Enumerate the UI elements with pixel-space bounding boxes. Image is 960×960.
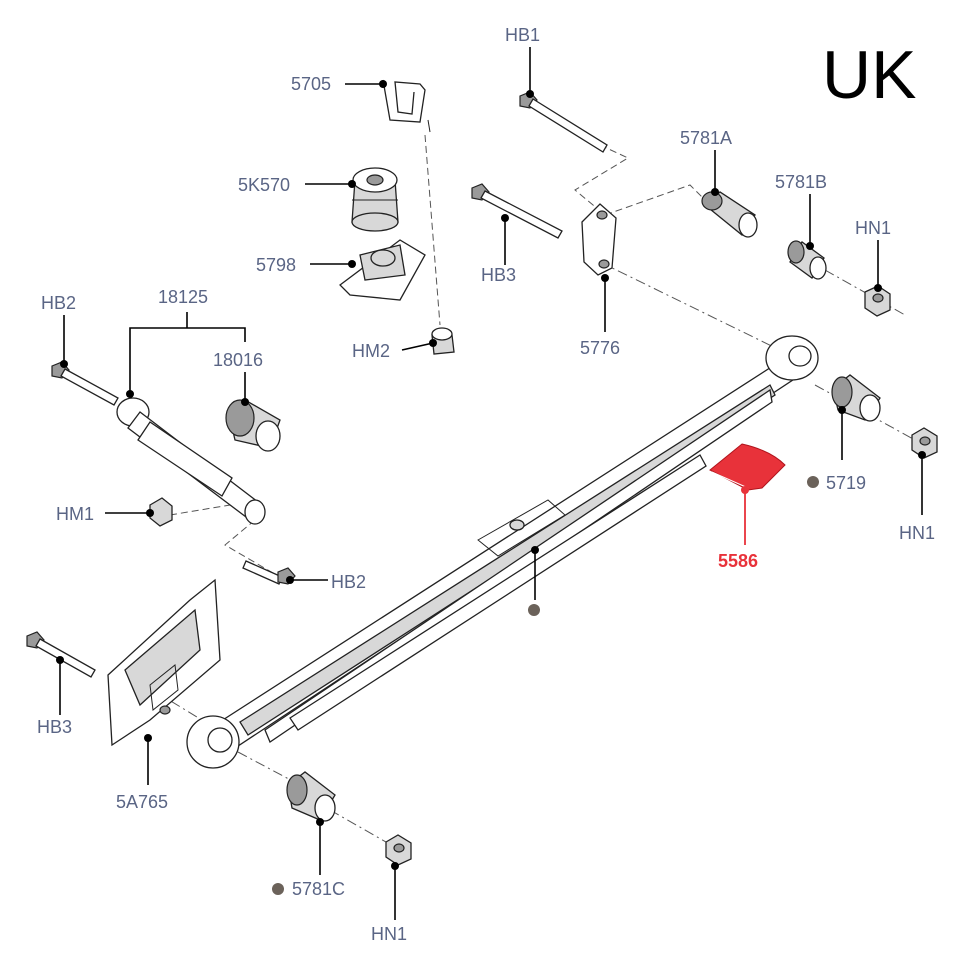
label-5k570: 5K570 [238,175,290,195]
label-hb3-top: HB3 [481,265,516,285]
leader-lines [56,47,926,920]
bolt-hb1 [519,91,608,153]
bush-5781b [787,240,827,280]
label-18125: 18125 [158,287,208,307]
bush-5781a [701,191,758,238]
label-hb3-left: HB3 [37,717,72,737]
bolt-hb3-left [26,631,96,678]
label-18016: 18016 [213,350,263,370]
label-5781a: 5781A [680,128,732,148]
label-5798: 5798 [256,255,296,275]
bracket-5798 [339,239,426,301]
bush-5781c [286,771,336,822]
label-hb1: HB1 [505,25,540,45]
nut-hn1-right [911,427,938,459]
bush-5719 [831,374,881,422]
marker-dot-5719 [807,476,819,488]
label-5719: 5719 [826,473,866,493]
leaf-spring [186,335,819,769]
label-hn1-right: HN1 [899,523,935,543]
label-5586: 5586 [718,551,758,571]
bush-18016 [225,399,281,452]
bracket-5a765 [107,578,221,747]
shackle-plate-5776 [581,203,617,276]
label-hn1-bottom: HN1 [371,924,407,944]
label-hn1-top: HN1 [855,218,891,238]
bump-stop-5k570 [351,167,399,232]
part-labels: HB1 5705 5K570 5798 HM2 5781A 5781B HN1 … [37,25,935,944]
marker-dot-spring [528,604,540,616]
marker-dots [272,476,819,895]
bolt-hb2-left [51,361,119,406]
label-5776: 5776 [580,338,620,358]
nut-hn1-bottom [385,834,412,866]
shock-absorber-18125 [116,397,266,525]
region-label: UK [822,37,916,113]
nut-hn1-top [864,285,891,317]
label-hb2-left: HB2 [41,293,76,313]
nut-hm2 [431,327,455,355]
bolt-hb3-top [471,183,563,239]
label-5781c: 5781C [292,879,345,899]
pad-5586 [709,443,786,491]
u-bolt-5705 [382,79,431,133]
label-hm2: HM2 [352,341,390,361]
label-5781b: 5781B [775,172,827,192]
marker-dot-5781c [272,883,284,895]
nut-hm1 [149,497,173,527]
label-5705: 5705 [291,74,331,94]
label-hm1: HM1 [56,504,94,524]
label-hb2-bottom: HB2 [331,572,366,592]
label-5a765: 5A765 [116,792,168,812]
